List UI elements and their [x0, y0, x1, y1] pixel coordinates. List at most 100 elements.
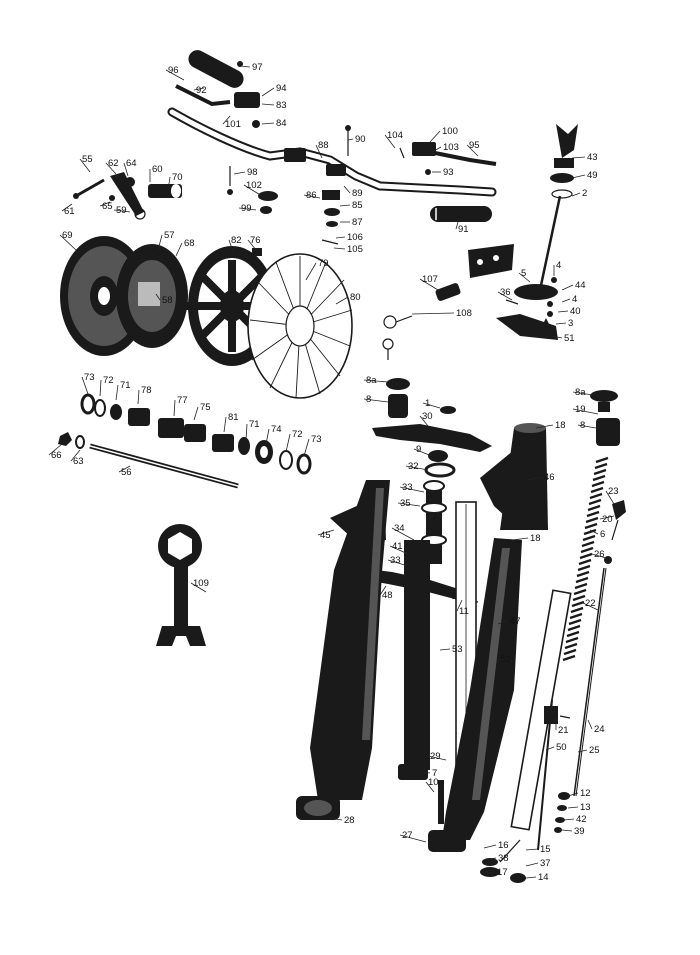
- part-number-label: 85: [352, 200, 363, 211]
- handlebar-clamp: [284, 148, 306, 162]
- part-number-label: 107: [422, 274, 438, 285]
- part-number-label: 3: [568, 318, 573, 329]
- right-grip: [430, 206, 492, 222]
- part-number-label: 8a: [366, 375, 377, 386]
- part-number-label: 68: [184, 238, 195, 249]
- callout-leader: [115, 384, 119, 401]
- part-number-label: 99: [241, 203, 252, 214]
- part-number-label: 96: [168, 65, 179, 76]
- callout-leader: [561, 284, 574, 291]
- callout-leader: [261, 122, 275, 125]
- part-number-label: 8: [580, 420, 585, 431]
- callout-leader: [577, 424, 597, 429]
- part-number-label: 58: [162, 295, 173, 306]
- part-number-label: 41: [392, 541, 403, 552]
- callout-leader: [223, 416, 227, 433]
- part-number-label: 100: [442, 126, 458, 137]
- callout-leader: [245, 423, 248, 441]
- part-number-label: 47: [510, 616, 521, 627]
- callout-leader: [265, 428, 270, 445]
- callout-leader: [327, 817, 343, 821]
- callout-leader: [285, 433, 291, 453]
- callout-leader: [419, 278, 439, 291]
- part-number-label: 65: [102, 201, 113, 212]
- part-number-label: 59: [116, 205, 127, 216]
- part-number-label: 4: [556, 260, 561, 271]
- callout-leader: [411, 312, 455, 315]
- callout-leader: [589, 529, 599, 535]
- callout-leader: [405, 465, 429, 471]
- part-number-label: 4: [572, 294, 577, 305]
- part-number-label: 63: [73, 456, 84, 467]
- callout-leader: [535, 424, 554, 429]
- callout-leader: [79, 158, 91, 173]
- part-number-label: 18: [555, 420, 566, 431]
- callout-leader: [483, 844, 497, 849]
- part-number-label: 75: [200, 402, 211, 413]
- part-number-label: 56: [121, 467, 132, 478]
- callout-leader: [561, 829, 573, 832]
- callout-leader: [123, 162, 129, 177]
- fork-spring: [537, 456, 626, 851]
- callout-leader: [587, 719, 593, 730]
- callout-leader: [193, 87, 205, 91]
- spanner-tool: [156, 524, 206, 646]
- part-number-label: 109: [193, 578, 209, 589]
- callout-leader: [427, 755, 447, 761]
- callout-leader: [167, 176, 171, 191]
- part-number-label: 35: [400, 498, 411, 509]
- callout-leader: [228, 239, 235, 255]
- part-number-label: 79: [318, 258, 329, 269]
- callout-leader: [413, 448, 433, 457]
- part-number-label: 20: [602, 514, 613, 525]
- part-number-label: 18: [530, 533, 541, 544]
- part-number-label: 21: [558, 725, 569, 736]
- callout-leader: [137, 389, 140, 405]
- callout-leader: [261, 87, 275, 97]
- callout-leader: [561, 298, 571, 303]
- callout-leader: [165, 69, 185, 81]
- callout-leader: [567, 806, 579, 809]
- callout-leader: [173, 399, 176, 417]
- clutch-lever: [175, 84, 231, 107]
- callout-leader: [105, 162, 117, 175]
- callout-leader: [343, 185, 351, 194]
- callout-leader: [363, 398, 389, 403]
- callout-leader: [429, 511, 439, 518]
- callout-leader: [605, 490, 615, 505]
- callout-leader: [525, 862, 539, 867]
- callout-leader: [305, 262, 317, 281]
- callout-leader: [389, 545, 409, 555]
- part-number-label: 7: [432, 768, 437, 779]
- callout-leader: [391, 527, 415, 541]
- callout-leader: [193, 406, 199, 421]
- part-number-label: 70: [172, 172, 183, 183]
- callout-leader: [99, 379, 102, 397]
- brake-hub-wheel: [60, 236, 353, 399]
- right-fork-leg: [442, 538, 522, 840]
- part-number-label: 83: [276, 100, 287, 111]
- part-number-label: 37: [540, 858, 551, 869]
- part-number-label: 44: [575, 280, 586, 291]
- callout-leader: [59, 234, 77, 251]
- part-number-label: 8: [366, 394, 371, 405]
- part-number-label: 45: [320, 530, 331, 541]
- part-number-label: 84: [276, 118, 287, 129]
- callout-leader: [518, 272, 531, 283]
- callout-leader: [303, 438, 310, 457]
- part-number-label: 26: [594, 549, 605, 560]
- callout-leader: [439, 648, 451, 651]
- part-number-label: 16: [498, 840, 509, 851]
- part-number-label: 101: [225, 119, 241, 130]
- callout-leader: [557, 310, 569, 313]
- callout-leader: [466, 144, 479, 157]
- key-icon: [383, 315, 397, 329]
- part-number-label: 11: [459, 606, 469, 617]
- part-number-label: 34: [394, 523, 405, 534]
- part-number-label: 61: [64, 206, 75, 217]
- callout-leader: [571, 192, 581, 197]
- part-number-label: 60: [152, 164, 163, 175]
- part-number-label: 108: [456, 308, 472, 319]
- damper-rod-long: [537, 699, 553, 851]
